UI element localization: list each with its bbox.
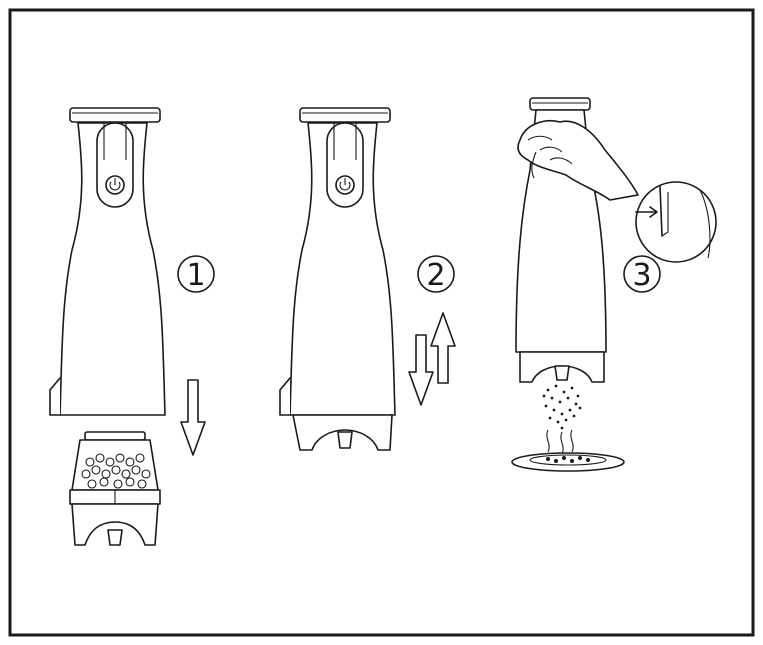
step-1-group: 1	[50, 108, 214, 545]
step-2-number: 2	[426, 258, 445, 293]
step-3-number: 3	[632, 258, 651, 293]
step-2-grinder-body	[280, 108, 395, 450]
step-2-up-arrow-icon	[431, 313, 455, 383]
step-2-number-badge: 2	[418, 256, 454, 293]
step-3-zoom-callout	[636, 182, 716, 262]
step-1-number: 1	[186, 258, 205, 293]
step-1-down-arrow-icon	[181, 380, 205, 455]
step-1-power-icon	[106, 176, 124, 194]
step-3-group: 3	[512, 98, 716, 471]
step-3-ground-pepper-stream	[543, 385, 582, 454]
step-3-number-badge: 3	[624, 256, 660, 293]
step-2-down-arrow-icon	[409, 335, 433, 405]
step-1-pepper-canister	[70, 432, 160, 545]
step-3-plate	[512, 453, 624, 471]
step-1-grinder-body	[50, 108, 165, 415]
step-1-number-badge: 1	[178, 256, 214, 293]
step-2-power-icon	[336, 176, 354, 194]
step-2-group: 2	[280, 108, 455, 450]
